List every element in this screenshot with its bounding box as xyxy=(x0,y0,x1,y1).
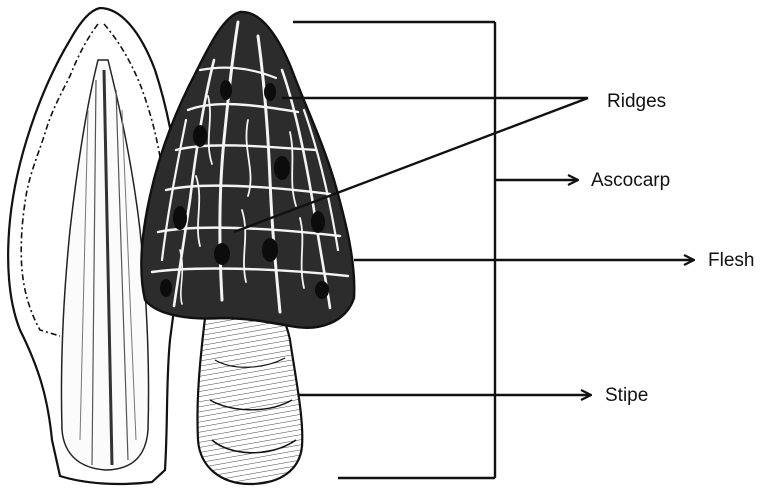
ridges-label: Ridges xyxy=(607,92,666,111)
exterior-illustration xyxy=(141,12,354,484)
flesh-label: Flesh xyxy=(708,251,754,270)
stipe-drawing xyxy=(197,310,302,484)
ascocarp-label: Ascocarp xyxy=(591,171,670,190)
stipe-label: Stipe xyxy=(605,386,648,405)
